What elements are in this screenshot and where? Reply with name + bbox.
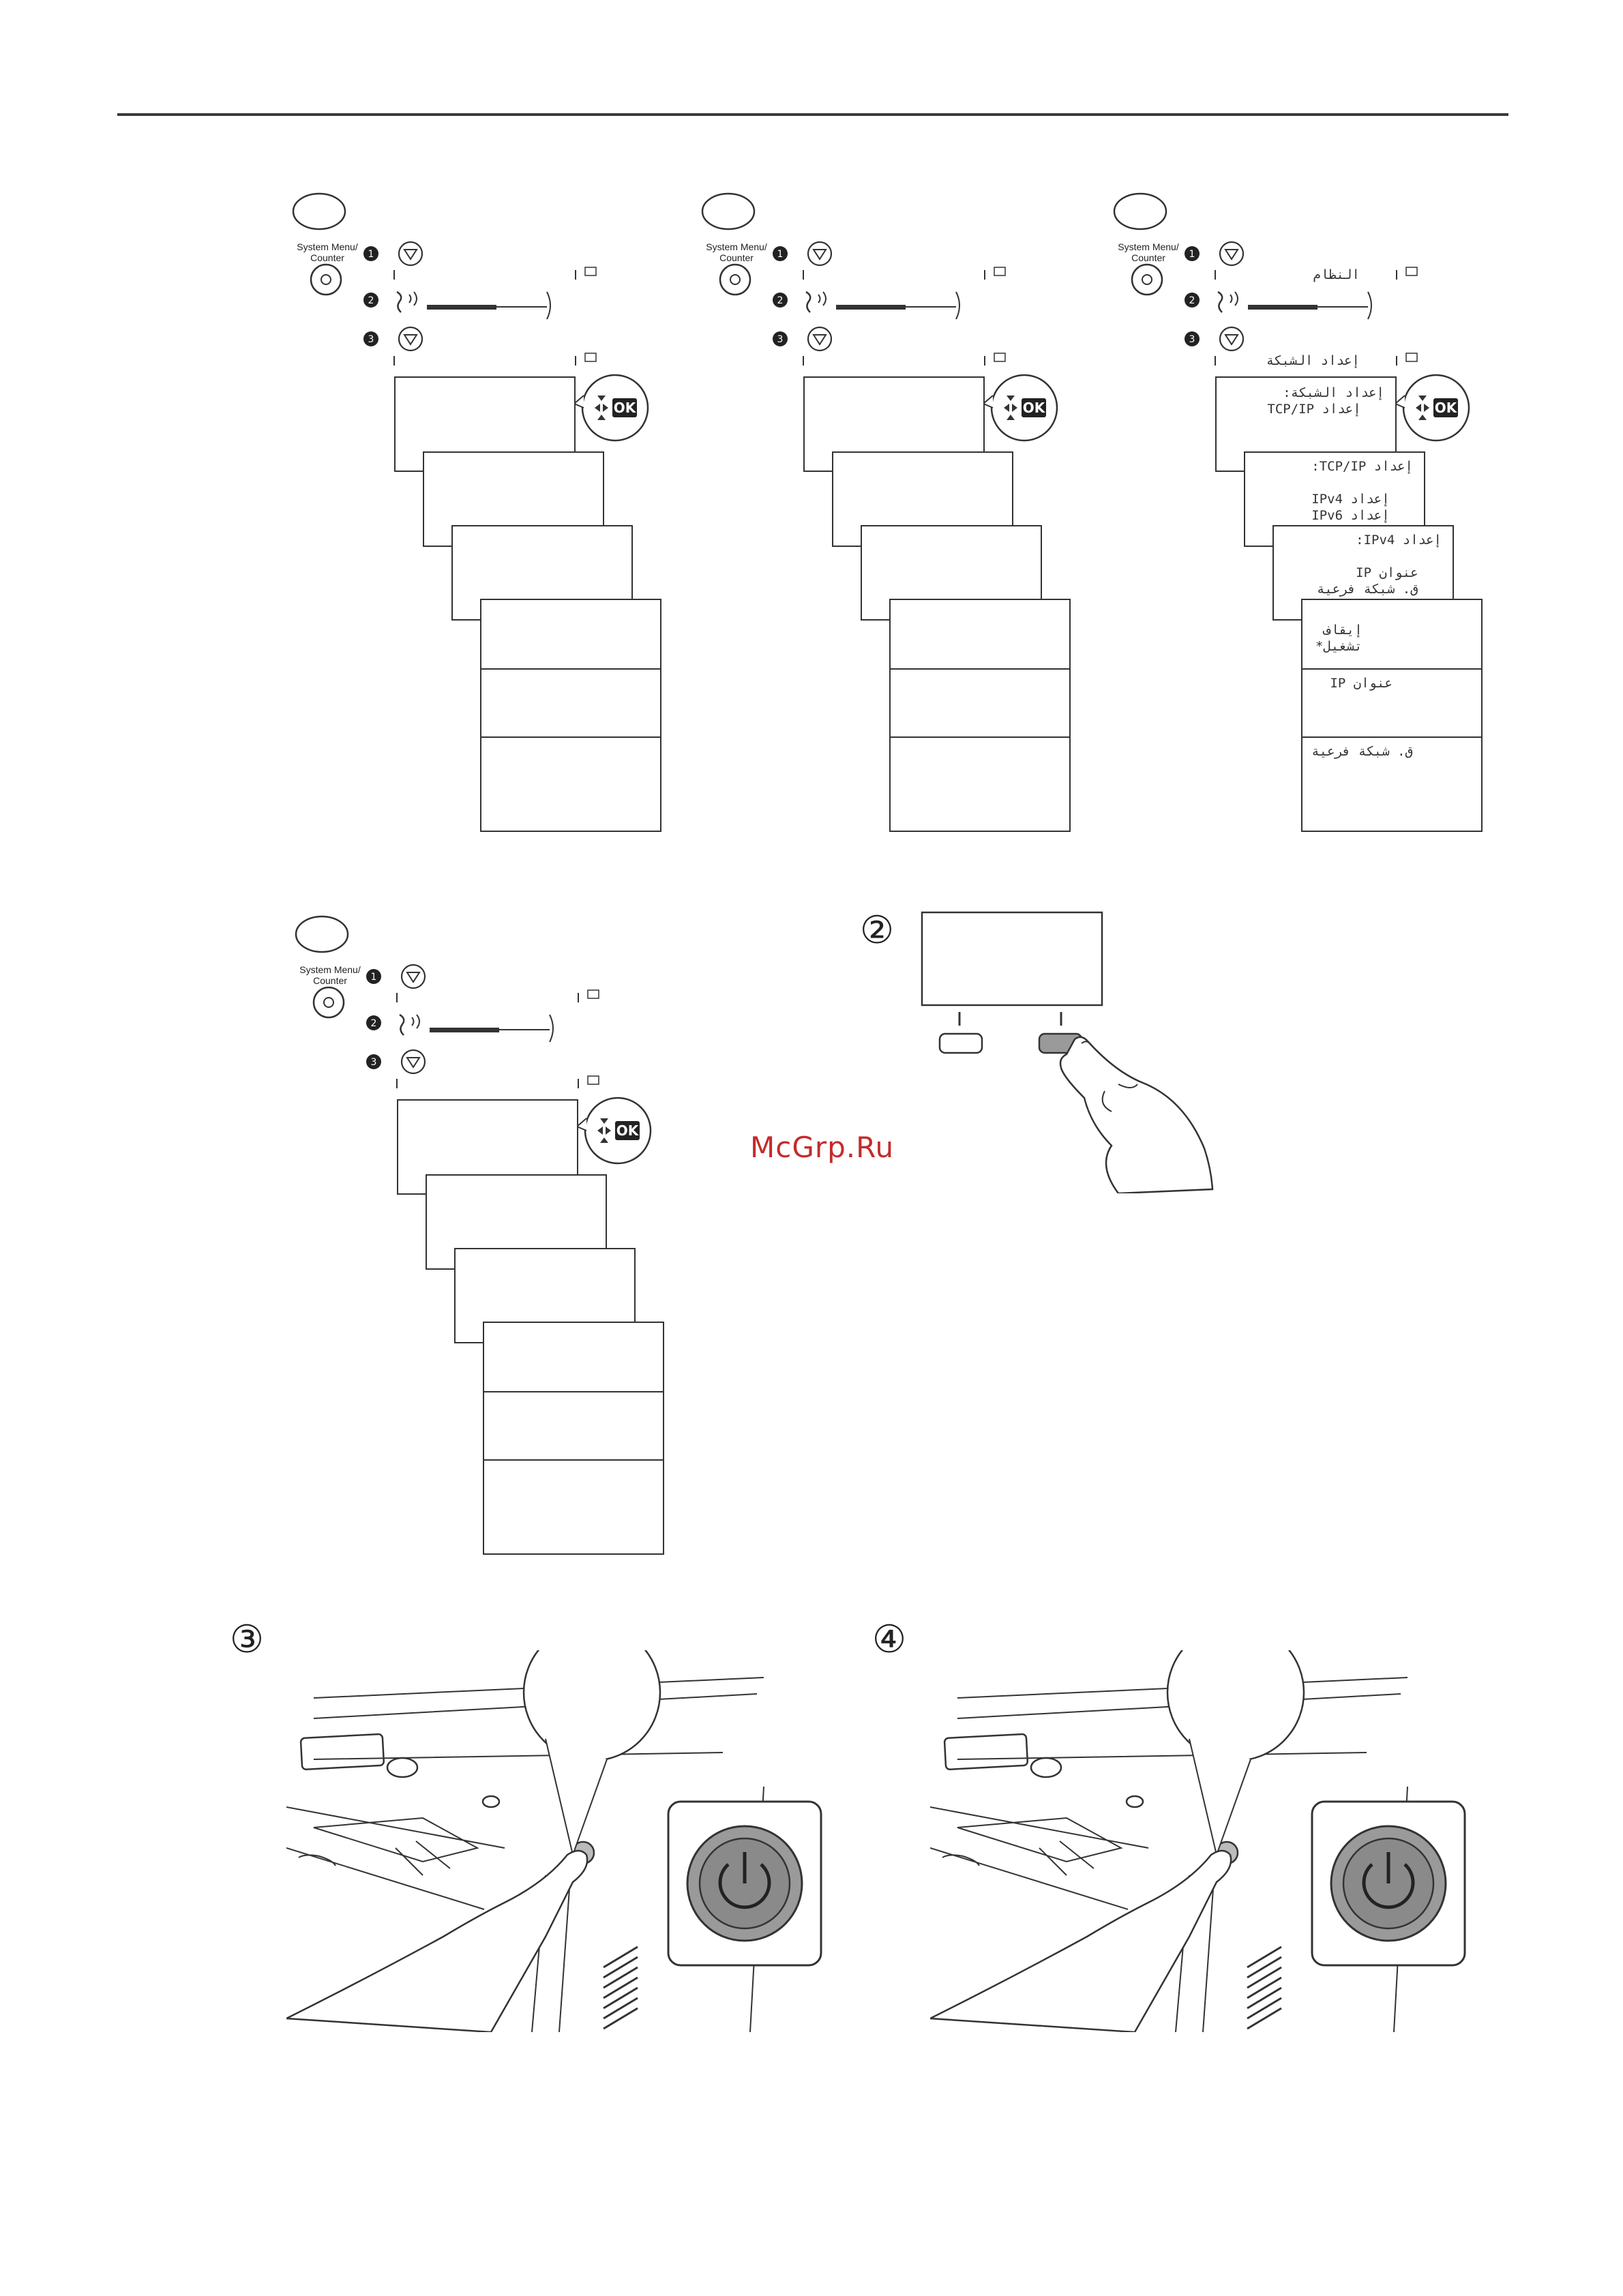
svg-text:2: 2 [368, 295, 374, 306]
screen-box-5: عنوان IP [1301, 668, 1483, 738]
finger-icon [286, 1849, 589, 2032]
svg-text:3: 3 [368, 334, 374, 345]
step-2-number: ② [859, 908, 895, 953]
step-2-illustration [921, 911, 1214, 1193]
svg-text:1: 1 [777, 249, 784, 260]
system-menu-label: System Menu/ Counter [706, 241, 767, 263]
step-4-illustration [930, 1650, 1466, 2032]
svg-text:OK: OK [616, 1122, 640, 1139]
svg-text:2: 2 [371, 1018, 377, 1029]
step-1-badge [363, 246, 378, 261]
control-diagram: 1 2 3 OK [1113, 192, 1470, 442]
screen-box-4-text: إيقاف تشغيل* [1315, 623, 1363, 654]
power-icon [1362, 1863, 1415, 1909]
screen-box-4 [480, 599, 661, 670]
left-soft-key [938, 1032, 983, 1054]
system-menu-label: System Menu/ Counter [297, 241, 358, 263]
svg-text:3: 3 [371, 1057, 377, 1068]
step-3-number: ③ [229, 1617, 265, 1662]
screen-box-5 [889, 668, 1071, 738]
svg-text:2: 2 [1189, 295, 1195, 306]
speaker-icon [396, 290, 402, 313]
system-menu-label: System Menu/ Counter [1118, 241, 1179, 263]
step-4-number: ④ [872, 1617, 907, 1662]
down-arrow-key-2 [398, 326, 423, 352]
procedure-panel-b: 1 2 3 OK System Menu/ Counter [701, 191, 1166, 886]
svg-text:OK: OK [1435, 400, 1458, 416]
screen-box-4: إيقاف تشغيل* [1301, 599, 1483, 670]
screen-box-2-text: إعداد TCP/IP: إعداد IPv4 إعداد IPv6 [1311, 459, 1413, 523]
screen-box-3-text: إعداد IPv4: عنوان IP ق. شبكة فرعية [1316, 533, 1442, 597]
screen-box-6: ق. شبكة فرعية [1301, 736, 1483, 832]
system-menu-label: System Menu/ Counter [299, 964, 361, 986]
svg-text:1: 1 [1189, 249, 1195, 260]
procedure-panel-d: 1 2 3 OK System Menu/ Counter [295, 914, 760, 1609]
display-screen [921, 911, 1103, 1007]
power-icon [718, 1863, 771, 1909]
screen-box-6 [483, 1459, 664, 1555]
control-diagram: 1 2 3 OK [295, 915, 652, 1165]
screen-box-6-text: ق. شبكة فرعية [1311, 744, 1413, 759]
watermark: McGrp.Ru [750, 1131, 895, 1164]
down-arrow-key-1 [398, 241, 423, 267]
svg-text:OK: OK [1023, 400, 1046, 416]
level-bar [427, 305, 496, 310]
screen-box-1-text: إعداد الشبكة: إعداد TCP/IP [1267, 385, 1384, 417]
step-3-illustration [286, 1650, 822, 2032]
svg-text:OK: OK [614, 400, 637, 416]
screen-box-6 [889, 736, 1071, 832]
procedure-panel-c: 1 2 3 OK System Menu/ Counter النظام إعد… [1113, 191, 1578, 886]
procedure-panel-a: 1 2 3 OK System Menu/ Counter [292, 191, 757, 886]
page-top-rule [117, 113, 1508, 116]
svg-text:2: 2 [777, 295, 784, 306]
screen-box-5 [483, 1391, 664, 1461]
screen-box-4 [889, 599, 1071, 670]
control-diagram: 1 2 3 OK [292, 192, 649, 442]
svg-text:3: 3 [777, 334, 784, 345]
svg-text:1: 1 [368, 249, 374, 260]
svg-text:1: 1 [371, 972, 377, 983]
screen-box-5-text: عنوان IP [1330, 676, 1393, 691]
menu-line-2: إعداد الشبكة [1266, 353, 1360, 368]
finger-icon [930, 1849, 1232, 2032]
screen-box-6 [480, 736, 661, 832]
screen-box-5 [480, 668, 661, 738]
svg-text:3: 3 [1189, 334, 1195, 345]
control-diagram: 1 2 3 OK [701, 192, 1058, 442]
finger-icon [1059, 1036, 1214, 1193]
system-menu-key [292, 192, 346, 230]
screen-box-4 [483, 1322, 664, 1392]
menu-line-1: النظام [1313, 267, 1360, 282]
